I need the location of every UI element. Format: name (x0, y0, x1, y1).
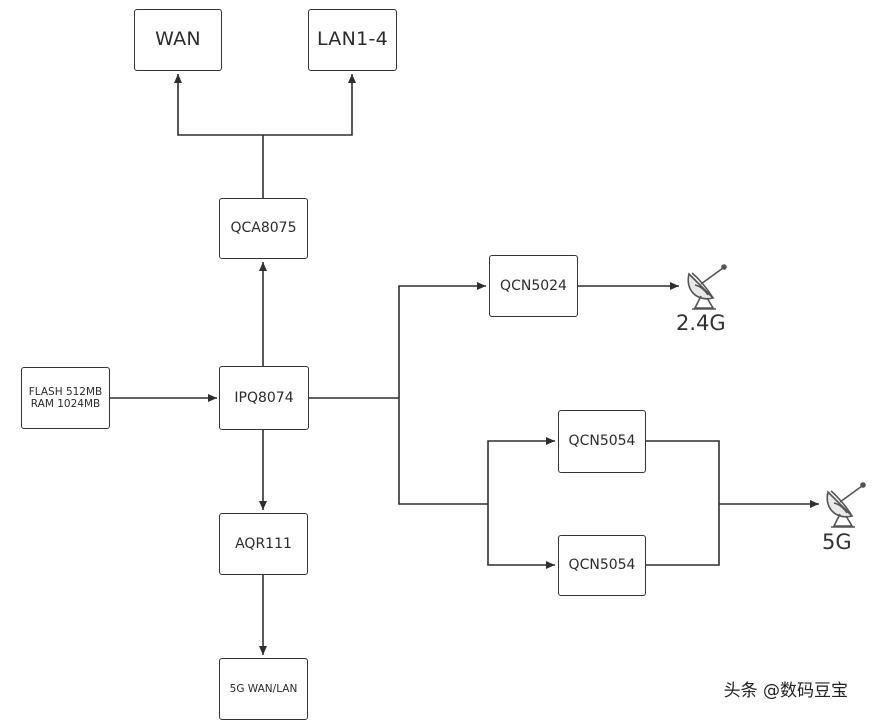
edge-qcn5054a-out (646, 440, 720, 504)
ipq8074-box: IPQ8074 (219, 366, 309, 430)
edge-bus-to-qcn5024 (398, 282, 486, 398)
satellite-dish-antenna-icon (687, 264, 727, 310)
edge-bus-down (398, 398, 488, 505)
qcn5054-bottom-box: QCN5054 (558, 535, 646, 596)
qca8075-box: QCA8075 (219, 198, 308, 259)
ram-label: RAM 1024MB (30, 398, 101, 410)
edge-bus-to-qcn5054b (487, 504, 555, 569)
flash-label: FLASH 512MB (28, 385, 103, 398)
edge-to-lan (263, 74, 356, 136)
aqr111-box: AQR111 (219, 513, 308, 575)
wan-box: WAN (134, 9, 222, 71)
edge-bus-to-qcn5054a (487, 437, 555, 504)
qcn5024-box: QCN5024 (489, 255, 578, 317)
lan-box: LAN1-4 (308, 9, 397, 71)
memory-box: FLASH 512MB RAM 1024MB (21, 367, 110, 429)
edge-qcn5054b-out (646, 504, 720, 566)
band-label-2-4g: 2.4G (676, 311, 726, 335)
qcn5054-top-box: QCN5054 (558, 410, 646, 473)
band-label-5g: 5G (822, 530, 852, 554)
5g-wan-lan-box: 5G WAN/LAN (219, 658, 308, 720)
satellite-dish-antenna-icon (826, 482, 866, 528)
edge-to-wan (174, 74, 263, 136)
watermark: 头条 @数码豆宝 (723, 681, 848, 701)
